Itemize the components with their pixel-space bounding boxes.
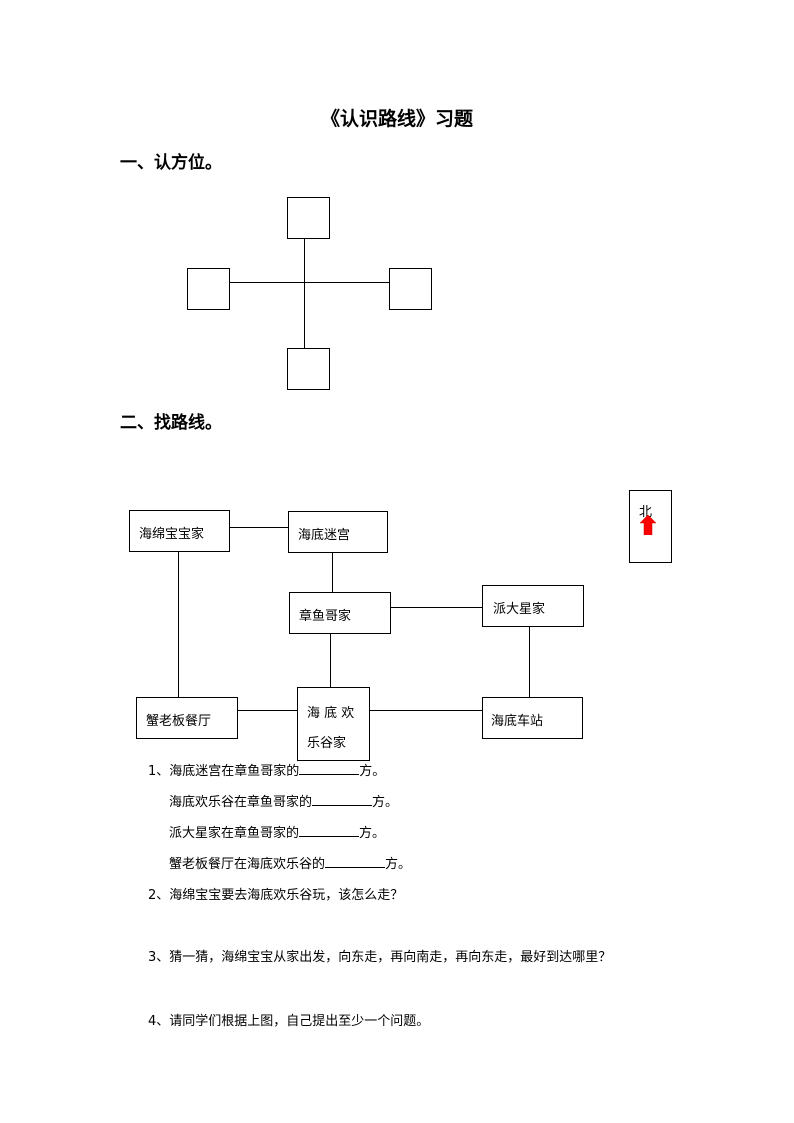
answer-blank[interactable] (299, 824, 360, 837)
place-spongebob-home: 海绵宝宝家 (129, 510, 230, 552)
north-arrow-icon (640, 515, 656, 535)
place-amusement-valley: 海 底 欢 乐谷家 (297, 687, 370, 761)
place-label-line1: 海 底 欢 (307, 706, 355, 721)
line-spongebob-maze (229, 527, 289, 528)
question-1b: 海底欢乐谷在章鱼哥家的 方。 (169, 791, 398, 810)
question-text: 派大星家在章鱼哥家的 (169, 826, 300, 841)
answer-blank[interactable] (312, 793, 373, 806)
vertical-line (304, 238, 305, 348)
place-squidward-home: 章鱼哥家 (289, 592, 391, 634)
answer-blank[interactable] (299, 762, 360, 775)
question-1a: 1、海底迷宫在章鱼哥家的 方。 (148, 760, 385, 779)
question-3: 3、猜一猜，海绵宝宝从家出发，向东走，再向南走，再向东走，最好到达哪里？ (148, 950, 612, 965)
place-label-line2: 乐谷家 (307, 736, 347, 751)
line-patrick-station (529, 626, 530, 698)
page-title: 《认识路线》习题 (320, 108, 473, 130)
south-answer-box[interactable] (287, 348, 330, 390)
place-label: 海绵宝宝家 (139, 527, 205, 542)
question-1c: 派大星家在章鱼哥家的 方。 (169, 822, 385, 841)
place-label: 海底车站 (491, 714, 544, 729)
question-suffix: 方。 (385, 857, 412, 872)
place-label: 章鱼哥家 (299, 609, 352, 624)
line-squidward-amusement (330, 633, 331, 687)
question-suffix: 方。 (372, 795, 399, 810)
place-maze: 海底迷宫 (288, 511, 388, 553)
place-label: 蟹老板餐厅 (146, 714, 212, 729)
question-4: 4、请同学们根据上图，自己提出至少一个问题。 (148, 1014, 430, 1029)
section-heading-2: 二、找路线。 (120, 413, 222, 433)
line-spongebob-krusty (178, 551, 179, 698)
question-suffix: 方。 (359, 764, 386, 779)
place-patrick-home: 派大星家 (482, 585, 584, 627)
north-answer-box[interactable] (287, 197, 330, 239)
answer-blank[interactable] (325, 855, 386, 868)
question-text: 1、海底迷宫在章鱼哥家的 (148, 764, 300, 779)
section-heading-1: 一、认方位。 (120, 153, 222, 173)
west-answer-box[interactable] (187, 268, 230, 310)
line-amusement-station (369, 710, 483, 711)
place-label: 海底迷宫 (298, 528, 351, 543)
line-krusty-amusement (237, 710, 298, 711)
compass-box: 北 (629, 490, 672, 563)
question-text: 蟹老板餐厅在海底欢乐谷的 (169, 857, 326, 872)
horizontal-line (229, 282, 389, 283)
line-squidward-patrick (390, 607, 483, 608)
place-krusty-krab: 蟹老板餐厅 (136, 697, 238, 739)
east-answer-box[interactable] (389, 268, 432, 310)
place-label: 派大星家 (493, 602, 546, 617)
question-2: 2、海绵宝宝要去海底欢乐谷玩，该怎么走？ (148, 888, 404, 903)
question-text: 海底欢乐谷在章鱼哥家的 (169, 795, 313, 810)
question-suffix: 方。 (359, 826, 386, 841)
place-station: 海底车站 (482, 697, 583, 739)
question-1d: 蟹老板餐厅在海底欢乐谷的 方。 (169, 853, 411, 872)
line-maze-squidward (332, 552, 333, 592)
